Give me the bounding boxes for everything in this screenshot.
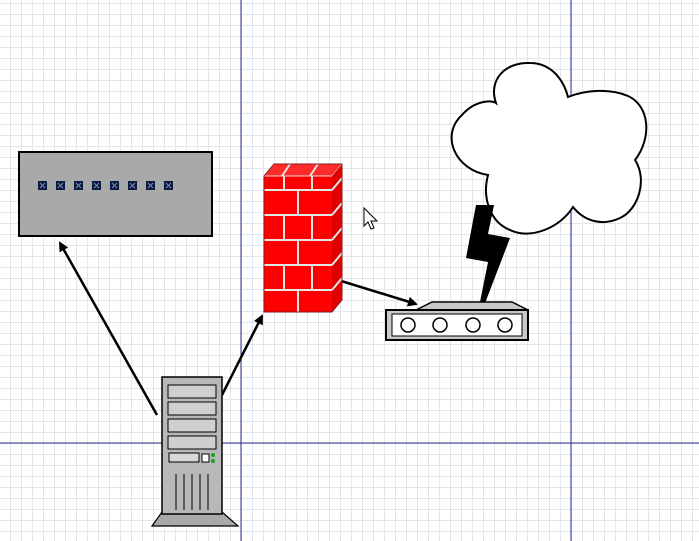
server-button — [201, 453, 210, 463]
connector-server-to-firewall[interactable] — [220, 314, 264, 396]
server-led-bottom — [211, 459, 215, 463]
connector-firewall-to-router[interactable] — [337, 278, 418, 307]
brick-firewall-icon[interactable] — [262, 163, 344, 313]
lightning-bolt-icon[interactable] — [466, 205, 510, 332]
server-drive-bay — [168, 452, 200, 463]
server-led-top — [211, 453, 215, 457]
mouse-pointer-icon — [363, 206, 379, 230]
network-switch-icon[interactable] — [18, 151, 213, 237]
cloud-icon[interactable] — [450, 61, 648, 235]
router-ports — [400, 317, 513, 333]
router-icon[interactable] — [385, 301, 529, 341]
tower-server-icon[interactable] — [150, 376, 240, 527]
connector-server-to-switch[interactable] — [58, 241, 159, 416]
